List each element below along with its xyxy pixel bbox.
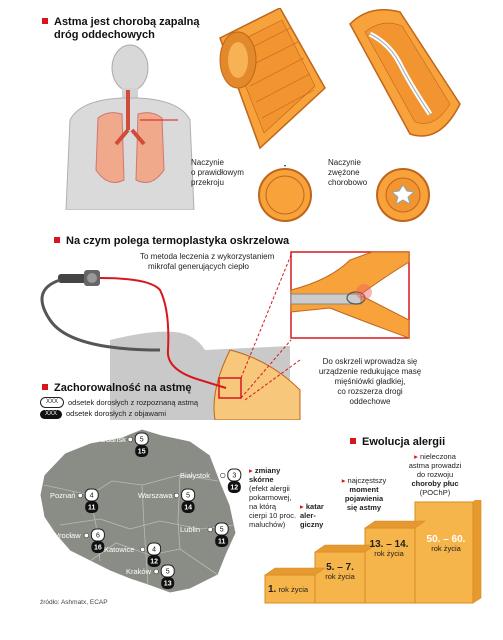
badge-symptoms — [181, 501, 195, 513]
stage1-description: ▸ zmiany skórne (efekt alergii pokarmowe… — [249, 466, 297, 529]
step1-label: 1. rok życia — [268, 584, 309, 595]
normal-cross-section — [258, 165, 312, 222]
value-diagnosed: 4 — [90, 493, 94, 500]
value-symptoms: 13 — [164, 581, 172, 588]
human-torso-illustration — [65, 44, 195, 210]
section4-title: Ewolucja alergii — [362, 436, 446, 448]
narrowed-airway-illustration — [349, 9, 461, 137]
value-diagnosed: 5 — [186, 493, 190, 500]
badge-symptoms — [147, 555, 161, 567]
legend-diagnosed: XXX odsetek dorosłych z rozpoznaną astmą — [40, 397, 198, 408]
stage3-description: ▸ najczęstszy moment pojawienia się astm… — [341, 476, 387, 512]
left-lung — [95, 112, 125, 183]
city-marker: Kraków 5 13 — [126, 564, 175, 589]
badge-symptoms — [135, 445, 149, 457]
legend-symptoms: XXX odsetek dorosłych z objawami — [40, 409, 166, 419]
stage4-description: ▸ nieleczona astma prowadzi do rozwoju c… — [408, 452, 462, 497]
city-marker: Katowice 4 12 — [104, 542, 162, 567]
city-marker: Gdańsk 5 15 — [100, 432, 149, 457]
value-symptoms: 14 — [184, 505, 192, 512]
section1-heading: Astma jest chorobą zapalną dróg oddechow… — [42, 16, 200, 42]
city-name: Wrocław — [52, 531, 81, 540]
city-dot — [207, 526, 213, 533]
city-name: Gdańsk — [100, 435, 126, 444]
city-dot — [83, 532, 90, 539]
allergy-stairs — [264, 500, 482, 604]
section1-title-line2: dróg oddechowych — [54, 29, 155, 41]
city-marker: Białystok 3 12 — [180, 468, 242, 493]
badge-symptoms — [215, 535, 229, 547]
badge-legend-diagnosed: XXX — [40, 397, 64, 408]
narrowed-airway-label: Naczynie zwężone chorobowo — [328, 158, 368, 187]
badge-symptoms — [85, 501, 99, 513]
value-symptoms: 16 — [94, 545, 102, 552]
section2-heading: Na czym polega termoplastyka oskrzelowa — [54, 235, 289, 248]
value-diagnosed: 3 — [232, 473, 236, 480]
device-description: Do oskrzeli wprowadza się urządzenie red… — [318, 357, 422, 406]
city-marker: Poznań 4 11 — [50, 488, 99, 513]
city-dot — [127, 436, 133, 443]
section4-heading: Ewolucja alergii — [350, 436, 445, 449]
city-marker: Warszawa 5 14 — [138, 488, 196, 513]
red-square-icon — [350, 438, 356, 444]
city-name: Katowice — [104, 545, 134, 554]
value-symptoms: 12 — [150, 559, 158, 566]
narrowed-cross-section — [376, 168, 430, 222]
value-symptoms: 11 — [88, 505, 96, 512]
section3-title: Zachorowalność na astmę — [54, 382, 192, 394]
badge-legend-symptoms: XXX — [40, 409, 62, 419]
method-description: To metoda leczenia z wykorzystaniem mikr… — [140, 252, 275, 271]
value-diagnosed: 6 — [96, 533, 100, 540]
value-diagnosed: 5 — [220, 527, 224, 534]
city-dot — [77, 492, 83, 499]
step2-label: 5. – 7.rok życia — [325, 562, 355, 582]
city-dot — [174, 492, 180, 499]
value-symptoms: 12 — [230, 485, 238, 492]
city-name: Kraków — [126, 567, 152, 576]
value-diagnosed: 5 — [166, 569, 170, 576]
value-diagnosed: 4 — [152, 547, 156, 554]
stage2-description: ▸ katar aler- giczny — [300, 502, 324, 529]
city-dot — [220, 472, 226, 479]
normal-airway-label: Naczynie o prawidłowym przekroju — [191, 158, 244, 187]
right-lung — [135, 112, 165, 183]
normal-airway-illustration — [219, 8, 326, 150]
thermoplasty-illustration — [40, 251, 410, 420]
value-symptoms: 11 — [218, 539, 226, 546]
section1-title-line1: Astma jest chorobą zapalną — [54, 16, 200, 28]
badge-symptoms — [161, 577, 175, 589]
city-name: Lublin — [180, 525, 200, 534]
step4-label: 50. – 60.rok życia — [426, 534, 466, 554]
red-square-icon — [42, 384, 48, 390]
trachea-shape — [114, 90, 146, 146]
city-dot — [153, 568, 159, 575]
value-diagnosed: 5 — [140, 437, 144, 444]
badge-symptoms — [227, 481, 241, 493]
city-marker: Lublin 5 11 — [180, 522, 229, 547]
city-dot — [139, 546, 146, 553]
section3-heading: Zachorowalność na astmę — [42, 382, 192, 395]
value-symptoms: 15 — [138, 449, 146, 456]
red-square-icon — [42, 18, 48, 24]
source-note: źródło: Ashmatx, ECAP — [40, 599, 108, 606]
step3-label: 13. – 14.rok życia — [369, 539, 409, 559]
city-name: Poznań — [50, 491, 75, 500]
city-name: Warszawa — [138, 491, 174, 500]
section2-title: Na czym polega termoplastyka oskrzelowa — [66, 235, 290, 247]
red-square-icon — [54, 237, 60, 243]
badge-symptoms — [91, 541, 105, 553]
city-name: Białystok — [180, 471, 210, 480]
city-marker: Wrocław 6 16 — [52, 528, 105, 553]
